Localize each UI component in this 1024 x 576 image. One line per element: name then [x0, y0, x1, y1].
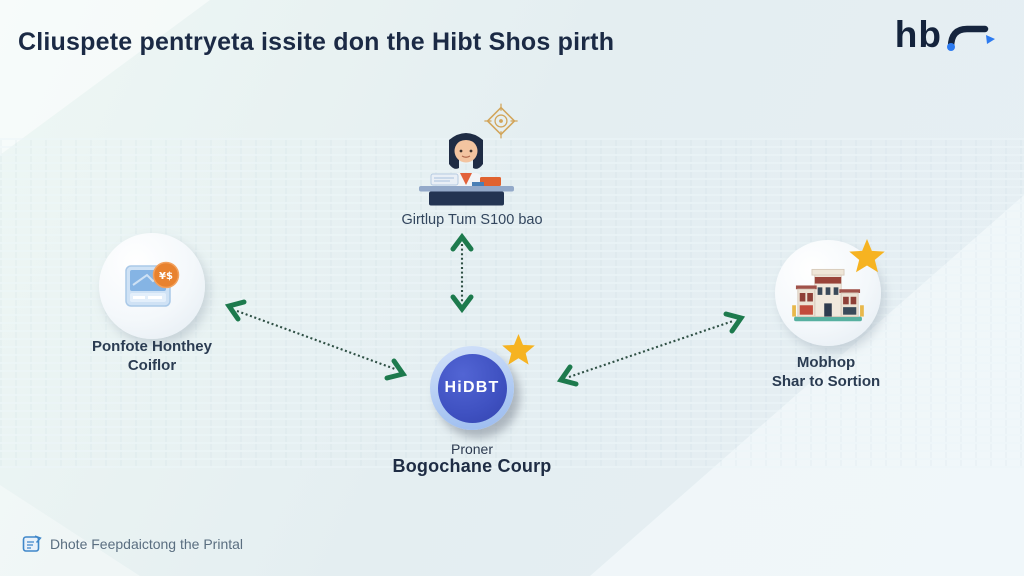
footer-note: Dhote Feepdaictong the Printal — [50, 536, 244, 552]
logo-arrow-icon — [942, 16, 996, 56]
compass-ornament-icon — [482, 101, 520, 141]
footer: Dhote Feepdaictong the Printal — [22, 534, 243, 554]
right-node-label: Mobhop Shar to Sortion — [731, 353, 921, 391]
payment-card-icon: ¥$ — [121, 258, 183, 314]
left-node-circle: ¥$ — [99, 233, 205, 339]
left-node-label-line1: Ponfote Honthey — [92, 338, 212, 355]
top-center-connector-arrow — [450, 232, 474, 314]
left-node-label: Ponfote Honthey Coiflor — [57, 337, 247, 375]
right-center-connector-arrow — [545, 302, 755, 397]
center-node-main-label: Bogochane Courp — [392, 456, 552, 476]
receptionist-person-icon — [416, 124, 516, 208]
hibt-badge: HiDBT — [437, 353, 507, 423]
right-node-label-line1: Mobhop — [796, 354, 856, 371]
center-node-circle: HiDBT — [430, 346, 514, 430]
right-node-circle — [775, 240, 881, 346]
page-title: Cliuspete pentryeta issite don the Hibt … — [18, 28, 615, 56]
brand-logo: hb — [895, 16, 996, 56]
storefront-icon — [790, 260, 866, 326]
right-node-label-line2: Shar to Sortion — [771, 373, 881, 390]
top-node-label: Girtlup Tum S100 bao — [401, 212, 543, 228]
right-node-star-icon — [848, 238, 886, 276]
logo-wordmark: hb — [894, 14, 942, 55]
center-node-star-icon — [501, 333, 536, 368]
stamp-icon — [22, 534, 42, 554]
center-node-sublabel: Proner — [450, 441, 494, 457]
left-node-label-line2: Coiflor — [127, 357, 177, 374]
svg-text:¥$: ¥$ — [159, 271, 173, 282]
left-center-connector-arrow — [213, 292, 418, 392]
